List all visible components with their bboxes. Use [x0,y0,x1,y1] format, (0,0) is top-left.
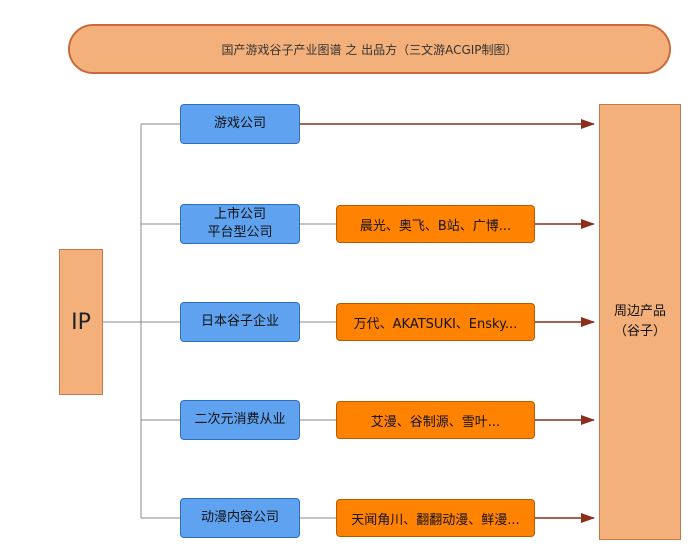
company-node-game: 游戏公司 [180,104,300,144]
company-node-acg-consumer: 二次元消费从业 [180,400,300,440]
company-node-japanese: 日本谷子企业 [180,302,300,342]
product-sublabel: （谷子） [613,324,666,339]
examples-node-listed-platform: 晨光、奥飞、B站、广博... [336,205,535,243]
company-node-listed-platform: 上市公司 平台型公司 [180,204,300,244]
product-label: 周边产品 [613,304,666,319]
diagram-title: 国产游戏谷子产业图谱 之 出品方（三文游ACGIP制图） [68,24,671,74]
examples-node-acg-consumer: 艾漫、谷制源、雪叶... [336,401,535,439]
examples-node-anime-content: 天闻角川、翻翻动漫、鲜漫... [336,499,535,537]
company-node-anime-content: 动漫内容公司 [180,498,300,538]
product-node: 周边产品 （谷子） [599,104,681,540]
ip-node: IP [59,249,103,395]
examples-node-japanese: 万代、AKATSUKI、Ensky... [336,303,535,341]
